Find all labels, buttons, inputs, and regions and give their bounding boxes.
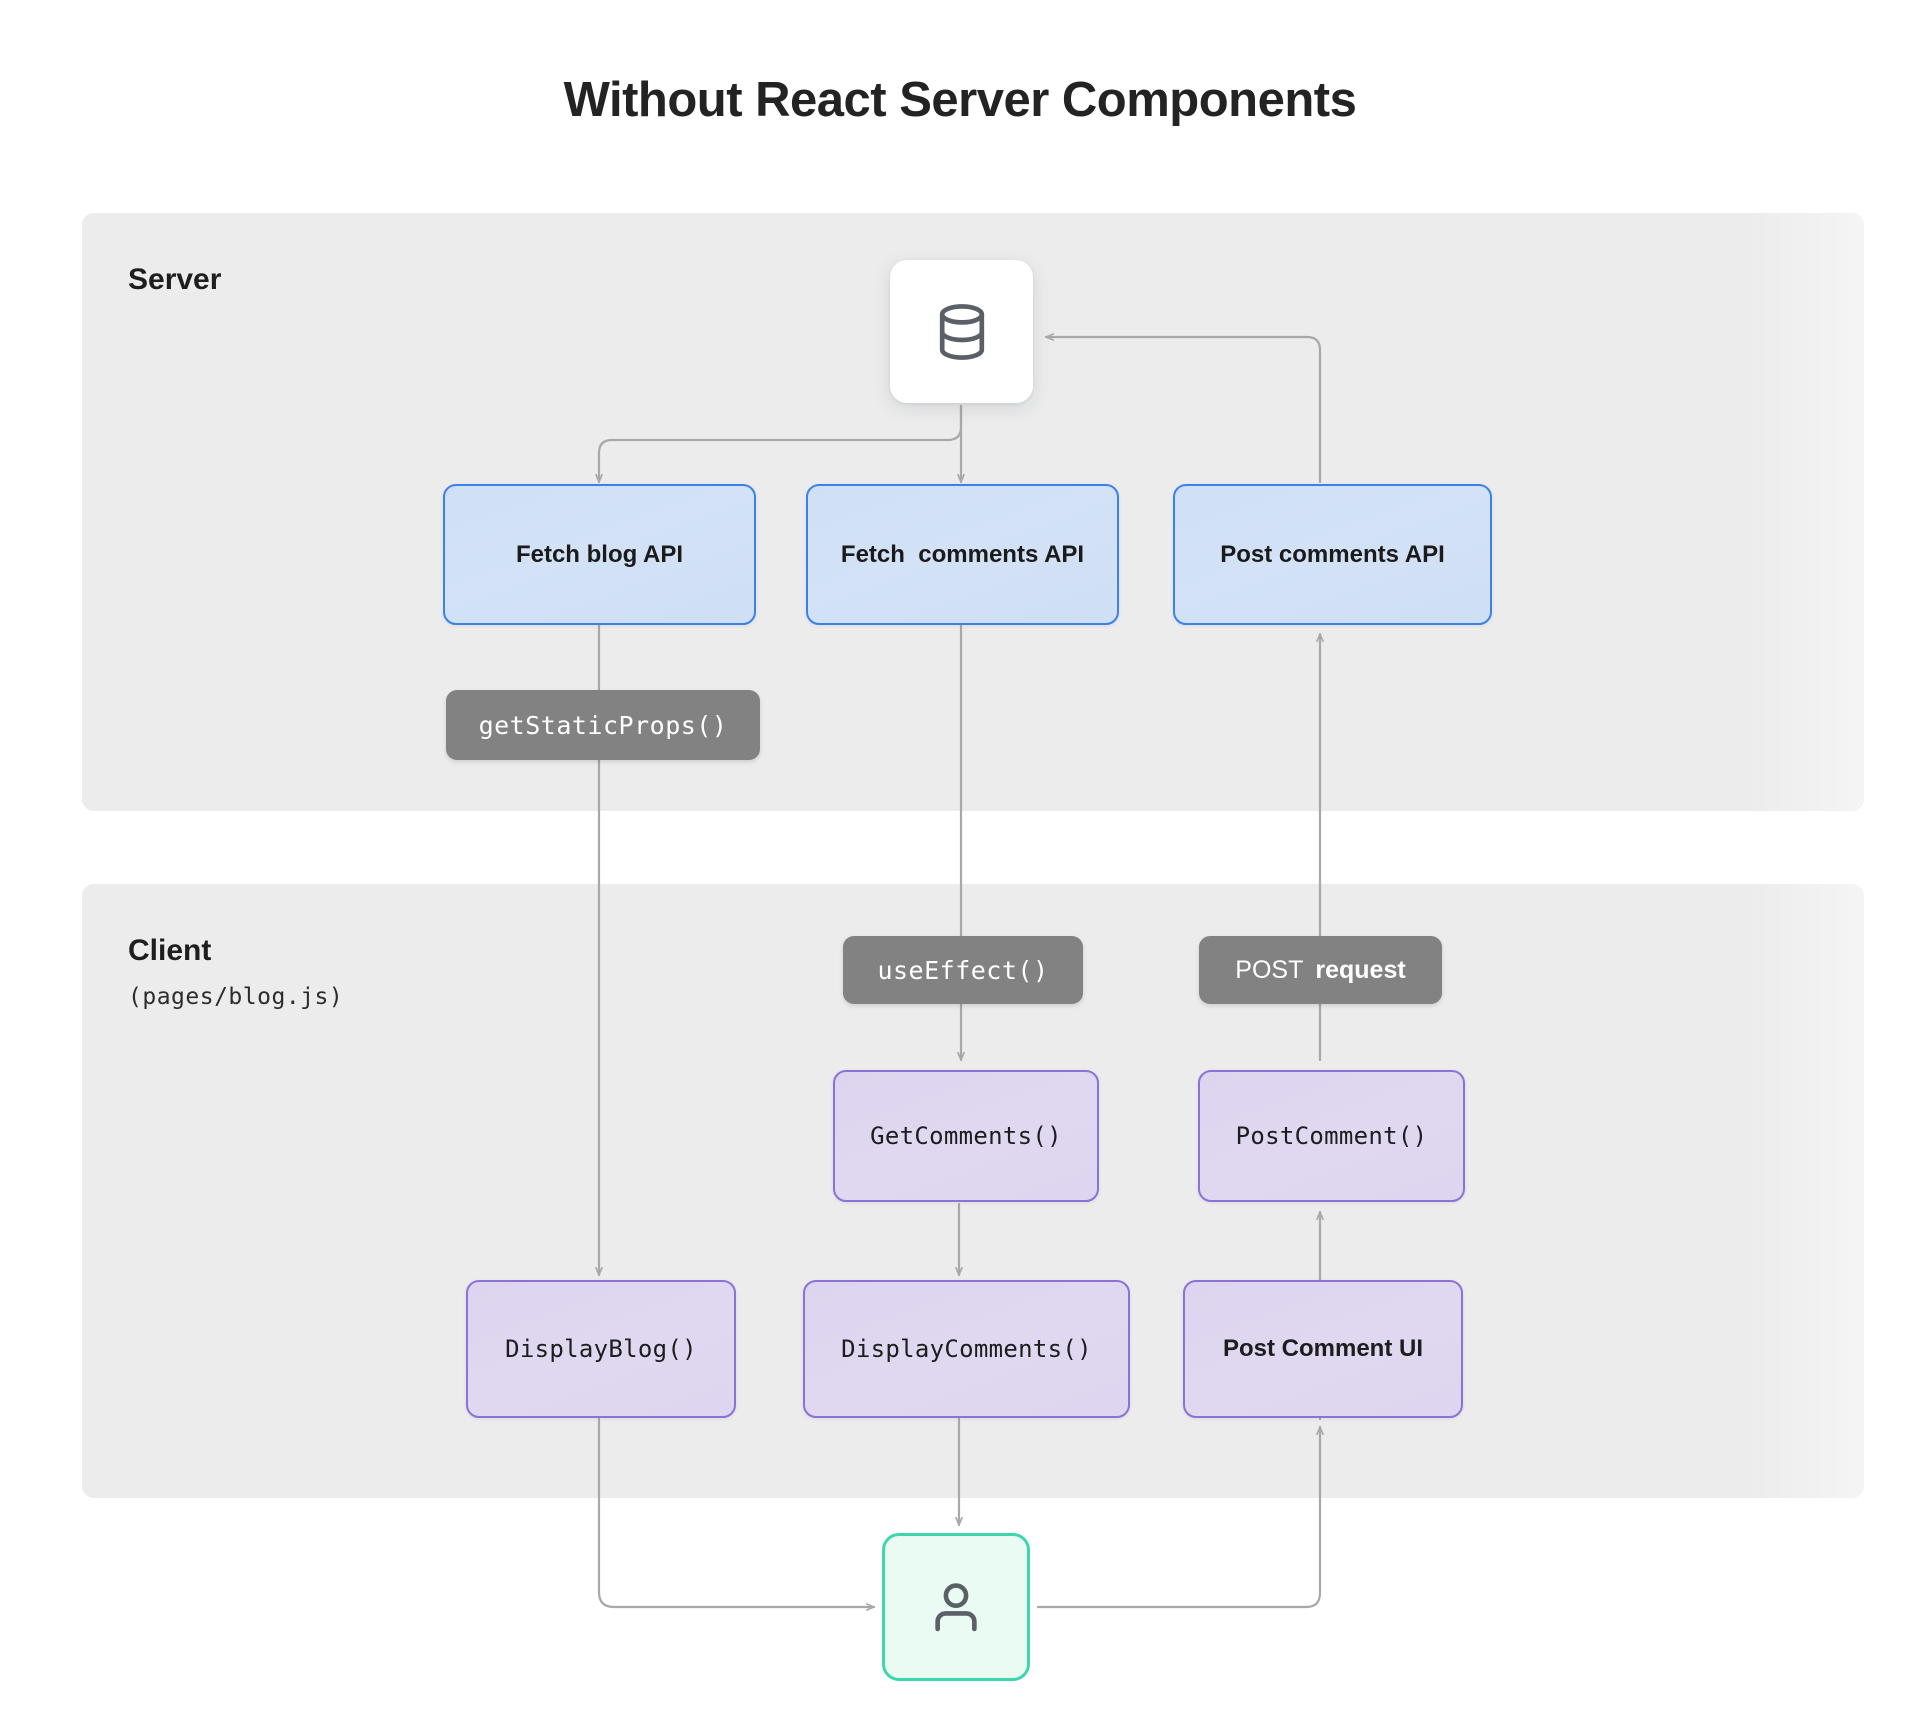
use-effect-label: useEffect() [877,955,1049,985]
client-lane-subtitle: (pages/blog.js) [128,984,344,1010]
post-comment-ui-node[interactable]: Post Comment UI [1183,1280,1463,1418]
database-icon [939,303,984,360]
get-comments-label: GetComments() [870,1122,1062,1150]
fetch-blog-api-label: Fetch blog API [515,540,684,568]
post-comment-label: PostComment() [1235,1122,1428,1150]
client-lane-title: Client [128,934,212,967]
use-effect-pill: useEffect() [843,936,1083,1004]
fetch-comments-api-node[interactable]: Fetch comments API [806,484,1119,625]
get-static-props-pill: getStaticProps() [446,690,760,760]
get-comments-node[interactable]: GetComments() [833,1070,1099,1202]
fetch-blog-api-node[interactable]: Fetch blog API [443,484,756,625]
post-request-pill: POST request [1199,936,1442,1004]
page-title: Without React Server Components [563,73,1357,127]
server-lane-title: Server [128,263,222,296]
user-icon [935,1583,977,1632]
post-comment-node[interactable]: PostComment() [1198,1070,1465,1202]
display-blog-node[interactable]: DisplayBlog() [466,1280,736,1418]
post-request-bold: request [1315,955,1406,984]
display-blog-label: DisplayBlog() [505,1335,697,1363]
user-icon-card [882,1533,1030,1681]
post-comment-ui-label: Post Comment UI [1222,1335,1423,1362]
fetch-comments-api-label: Fetch comments API [840,540,1085,568]
get-static-props-label: getStaticProps() [478,710,728,740]
post-comments-api-node[interactable]: Post comments API [1173,484,1492,625]
post-comments-api-label: Post comments API [1220,540,1445,568]
display-comments-label: DisplayComments() [841,1335,1092,1363]
display-comments-node[interactable]: DisplayComments() [803,1280,1130,1418]
database-icon-card [890,260,1033,403]
post-request-prefix: POST [1235,955,1304,984]
